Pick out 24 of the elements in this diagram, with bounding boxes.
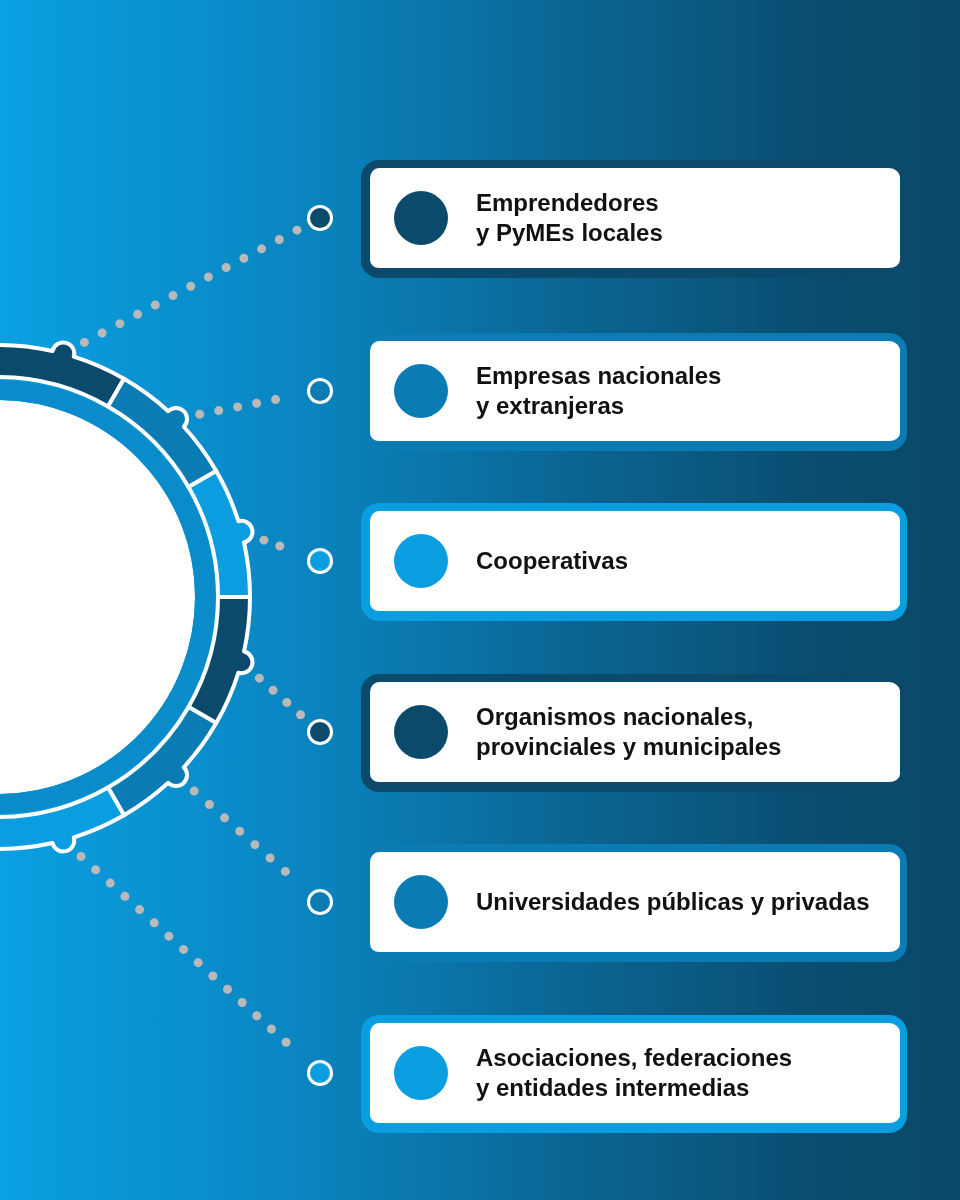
ring-marker [307,1060,333,1086]
card-label: Emprendedores y PyMEs locales [476,188,664,248]
card-label: Cooperativas [476,546,629,576]
ring-segment [106,705,219,818]
ring-marker [307,719,333,745]
info-card [361,503,907,621]
dotted-connector [79,225,302,347]
info-card [361,1015,907,1133]
card-label: Universidades públicas y privadas [476,887,870,917]
ring-marker [307,889,333,915]
ring-segment [186,469,255,599]
card-label: Empresas nacionales y extranjeras [476,361,723,421]
info-card [361,844,907,962]
ring-segment [186,595,255,725]
ring-marker [307,378,333,404]
ring-segment [106,376,219,489]
card-label: Asociaciones, federaciones y entidades intermedias [476,1043,794,1103]
dotted-connector [254,673,306,720]
card-label: Organismos nacionales, provinciales y municipales [476,702,783,762]
ring-segment [0,340,126,409]
info-card [361,333,907,451]
ring-marker [307,205,333,231]
ring-marker [307,548,333,574]
ring-segment [0,785,126,854]
